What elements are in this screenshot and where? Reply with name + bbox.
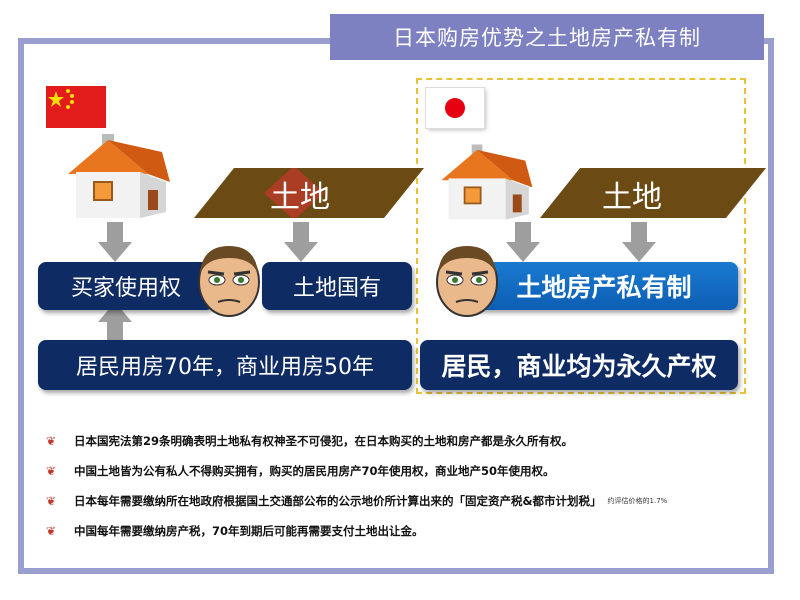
japan-region-outline xyxy=(416,78,746,394)
list-item: ❦ 中国土地皆为公有私人不得购买拥有，购买的居民用房产70年使用权，商业地产50… xyxy=(46,456,766,486)
man-face-icon xyxy=(430,240,504,318)
usage-years-box: 居民用房70年，商业用房50年 xyxy=(38,340,412,390)
bullet-text: 日本每年需要缴纳所在地政府根据国土交通部公布的公示地价所计算出来的「固定资产税&… xyxy=(74,494,602,508)
china-flag-icon xyxy=(46,86,106,128)
house-icon xyxy=(436,136,536,228)
bullet-list: ❦ 日本国宪法第29条明确表明土地私有权神圣不可侵犯，在日本购买的土地和房产都是… xyxy=(46,426,766,546)
bullet-icon: ❦ xyxy=(46,464,57,478)
bullet-icon: ❦ xyxy=(46,494,57,508)
japan-flag-icon xyxy=(426,88,484,128)
arrow-down-icon xyxy=(622,222,656,266)
list-item: ❦ 日本每年需要缴纳所在地政府根据国土交通部公布的公示地价所计算出来的「固定资产… xyxy=(46,486,766,516)
list-item: ❦ 中国每年需要缴纳房产税，70年到期后可能再需要支付土地出让金。 xyxy=(46,516,766,546)
buyer-usage-right-box: 买家使用权 xyxy=(38,262,214,310)
bullet-text: 日本国宪法第29条明确表明土地私有权神圣不可侵犯，在日本购买的土地和房产都是永久… xyxy=(74,434,573,448)
list-item: ❦ 日本国宪法第29条明确表明土地私有权神圣不可侵犯，在日本购买的土地和房产都是… xyxy=(46,426,766,456)
land-plot-shape xyxy=(194,166,424,220)
arrow-down-icon xyxy=(284,222,318,266)
arrow-down-icon xyxy=(98,222,132,266)
bullet-note: 约评估价格的1.7% xyxy=(607,497,668,505)
private-ownership-box: 土地房产私有制 xyxy=(470,262,738,310)
bullet-icon: ❦ xyxy=(46,434,57,448)
arrow-up-icon xyxy=(98,302,132,346)
man-face-icon xyxy=(192,240,266,318)
bullet-text: 中国每年需要缴纳房产税，70年到期后可能再需要支付土地出让金。 xyxy=(74,524,424,538)
bullet-text: 中国土地皆为公有私人不得购买拥有，购买的居民用房产70年使用权，商业地产50年使… xyxy=(74,464,555,478)
page-title: 日本购房优势之土地房产私有制 xyxy=(330,14,764,60)
land-plot-shape xyxy=(540,168,766,218)
arrow-down-icon xyxy=(506,222,540,266)
land-label: 土地 xyxy=(602,180,662,215)
bullet-icon: ❦ xyxy=(46,524,57,538)
land-label: 土地 xyxy=(270,180,330,215)
permanent-ownership-box: 居民，商业均为永久产权 xyxy=(420,340,738,390)
state-owned-land-box: 土地国有 xyxy=(262,262,412,310)
house-icon xyxy=(62,128,174,224)
